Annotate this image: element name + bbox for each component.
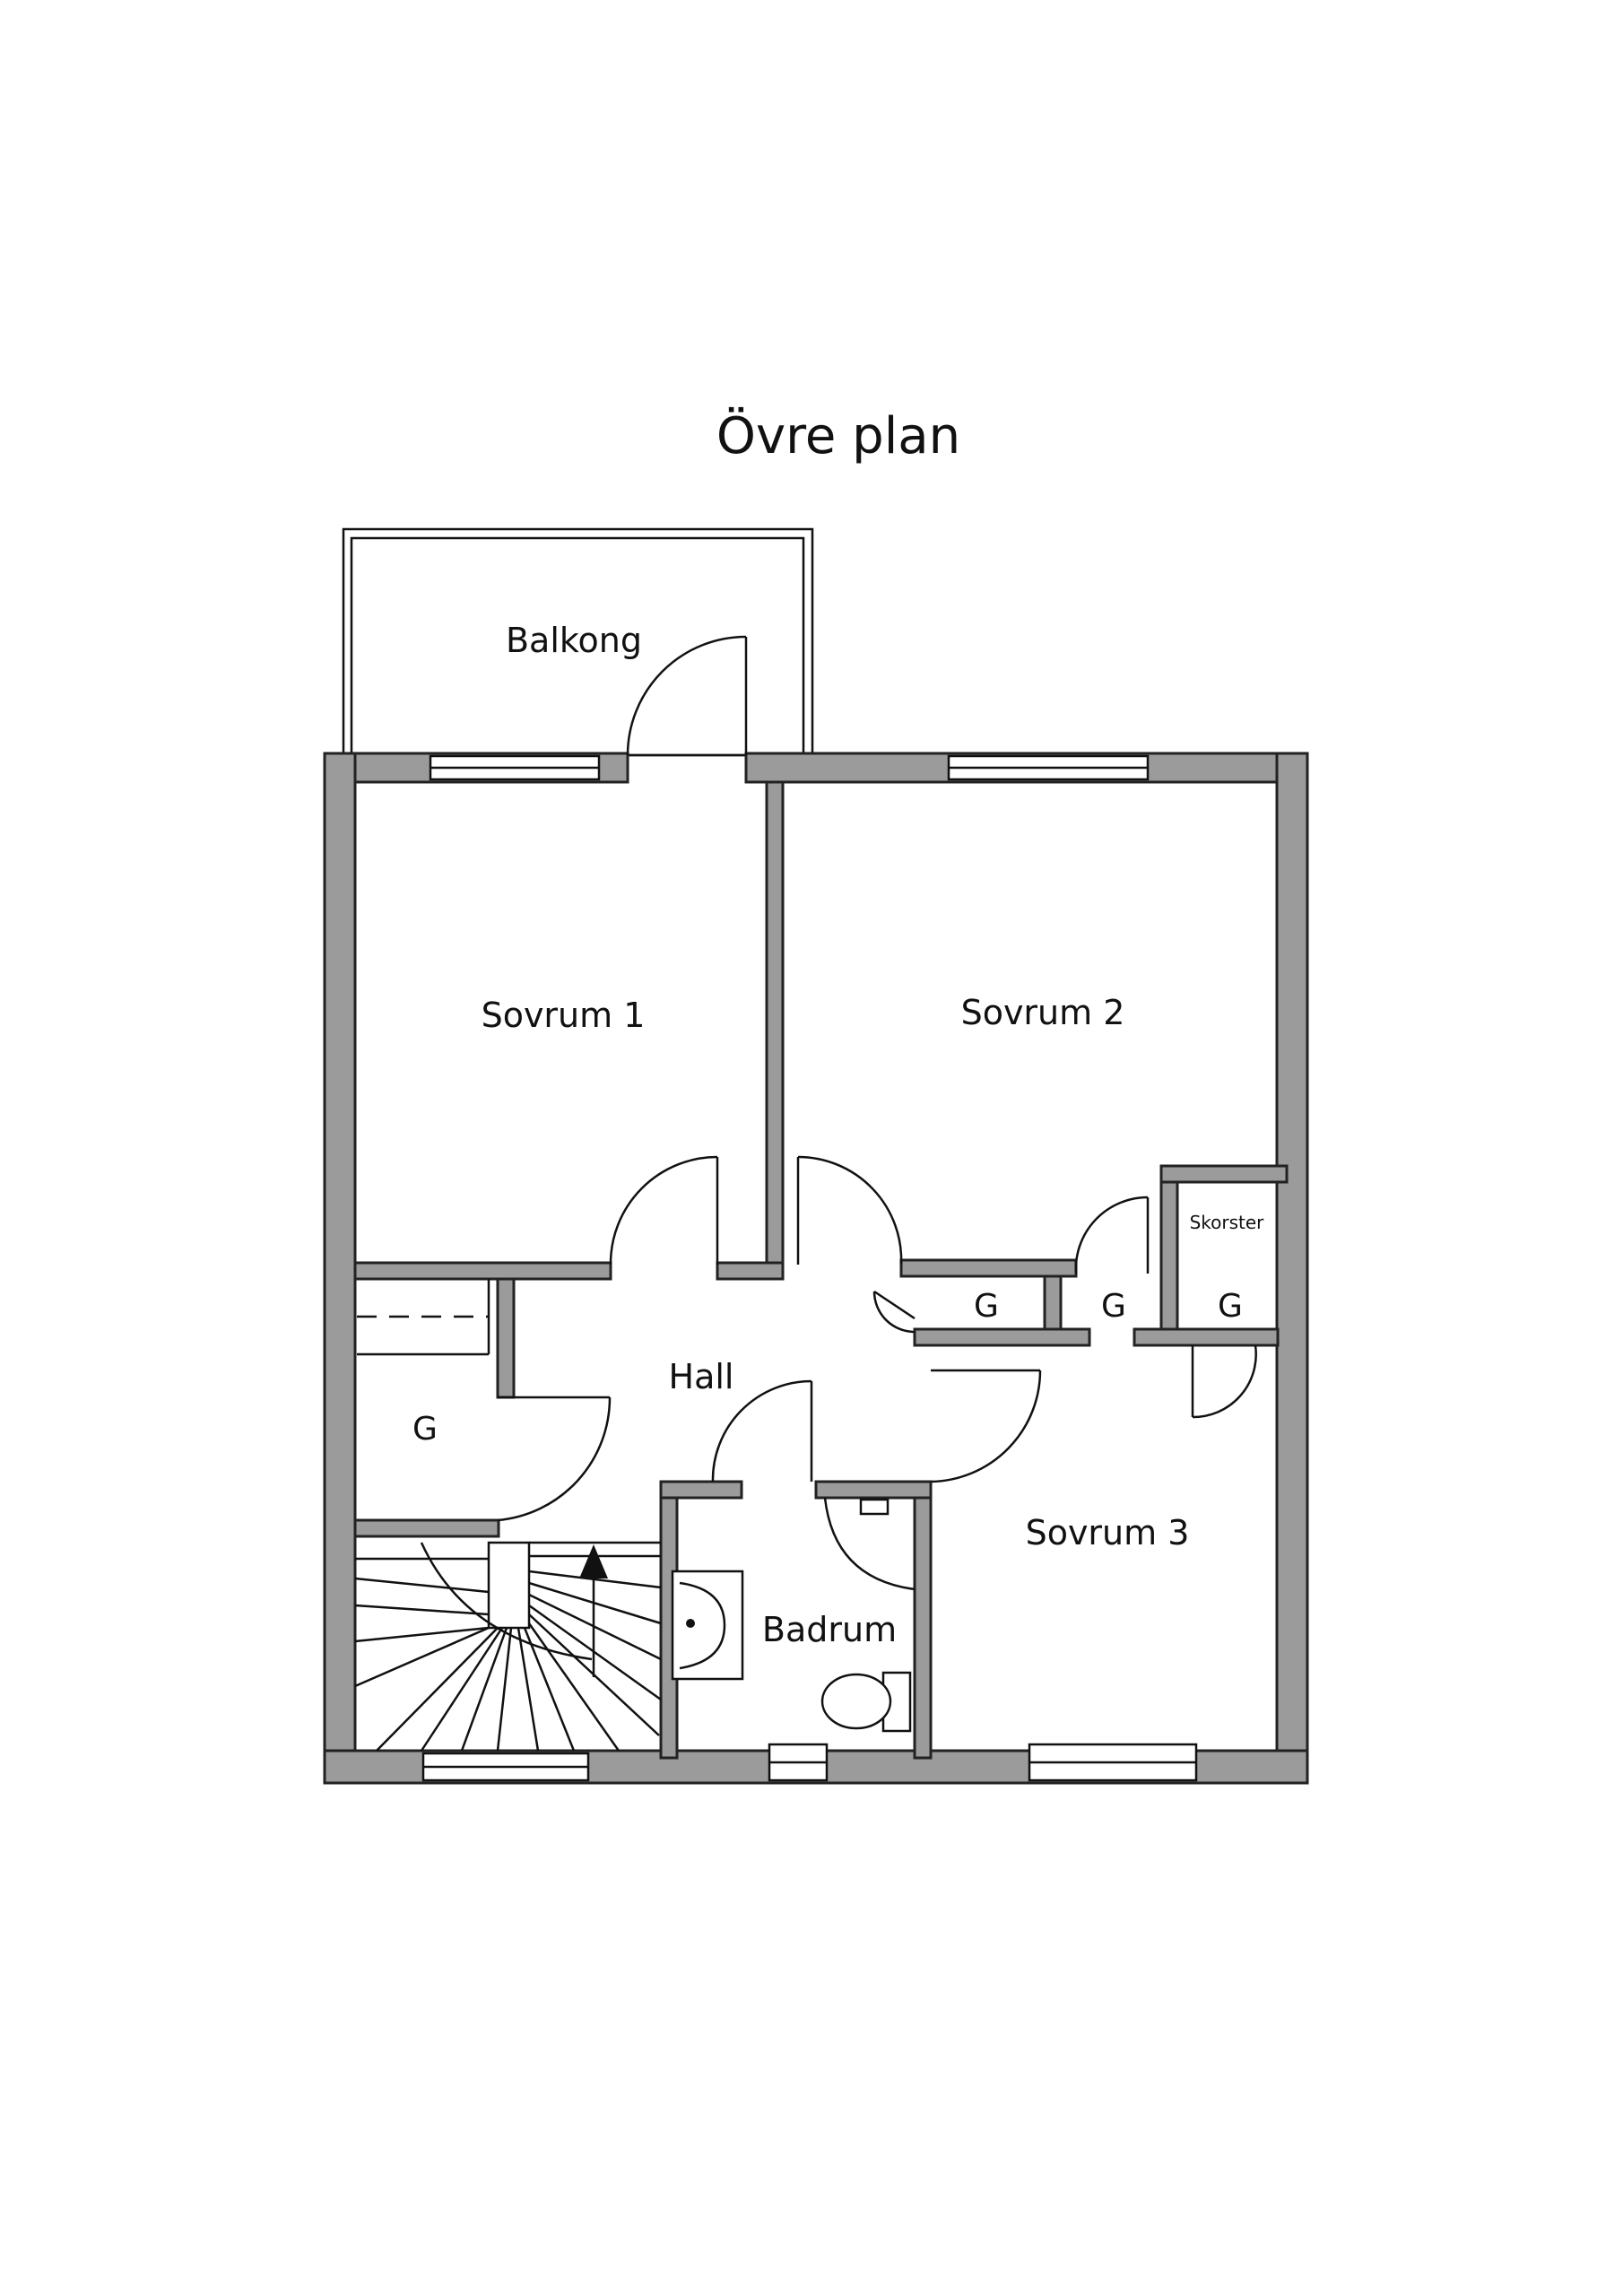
sink-basin-icon bbox=[679, 1581, 726, 1670]
windows bbox=[421, 754, 1198, 1782]
label-balkong: Balkong bbox=[506, 621, 642, 660]
label-hall: Hall bbox=[669, 1357, 734, 1396]
closet-labels: G G G G bbox=[412, 1288, 1243, 1448]
label-closet-hall: G bbox=[412, 1411, 438, 1448]
label-badrum: Badrum bbox=[762, 1610, 897, 1649]
label-closet-b: G bbox=[1101, 1288, 1126, 1325]
arrow-up-icon bbox=[579, 1544, 608, 1578]
label-sovrum-2: Sovrum 2 bbox=[961, 993, 1125, 1032]
plan-title: Övre plan bbox=[716, 407, 960, 465]
bathroom-fixtures bbox=[671, 1497, 916, 1733]
sink bbox=[671, 1570, 744, 1681]
label-skorster: Skorster bbox=[1190, 1212, 1265, 1233]
room-labels: Balkong Sovrum 1 Sovrum 2 Sovrum 3 Hall … bbox=[482, 621, 1265, 1649]
shower-curtain bbox=[823, 1497, 916, 1591]
label-sovrum-3: Sovrum 3 bbox=[1026, 1513, 1190, 1552]
hall-closet-shelf bbox=[357, 1279, 490, 1356]
label-closet-a: G bbox=[974, 1288, 999, 1325]
label-closet-c: G bbox=[1218, 1288, 1243, 1325]
doors bbox=[497, 635, 1257, 1522]
shower-valve-icon bbox=[686, 1619, 695, 1628]
toilet-bowl-icon bbox=[820, 1673, 892, 1730]
faucet-icon bbox=[859, 1498, 890, 1516]
staircase bbox=[354, 1541, 662, 1752]
label-sovrum-1: Sovrum 1 bbox=[482, 996, 646, 1035]
